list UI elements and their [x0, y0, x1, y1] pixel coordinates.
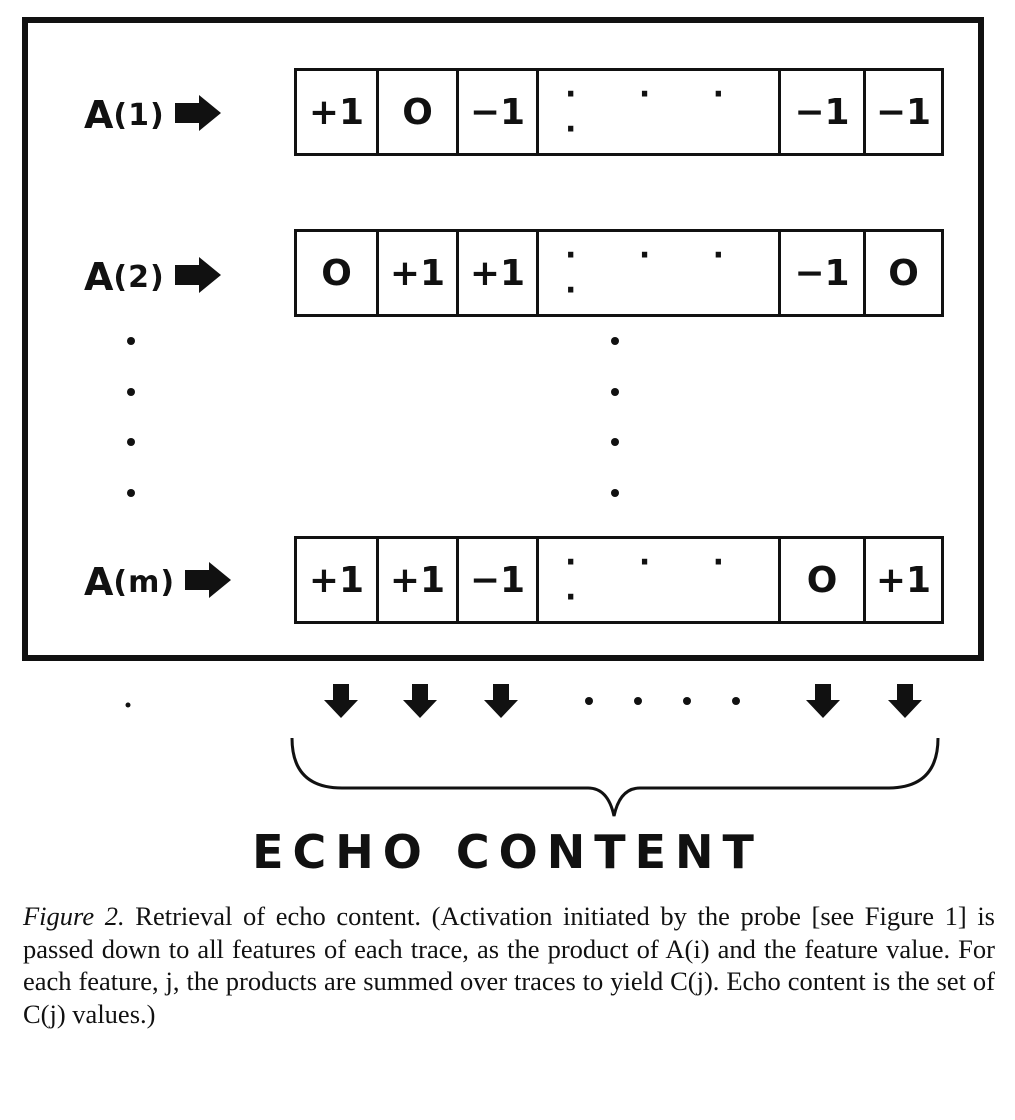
trace-cell: +1	[459, 232, 539, 314]
right-block-arrow-icon	[174, 95, 221, 135]
row-label-index: (1)	[113, 97, 165, 133]
trace-row-1: +1 O −1 · · · · −1 −1	[294, 68, 944, 156]
down-block-arrow-icon	[324, 684, 358, 718]
row-label-index: (2)	[113, 259, 165, 295]
trace-cell: −1	[781, 71, 866, 153]
horizontal-ellipsis	[585, 697, 740, 705]
right-block-arrow-icon	[174, 257, 221, 297]
caption-text: Retrieval of echo content. (Activation i…	[23, 901, 995, 1029]
trace-cell: +1	[297, 539, 379, 621]
stray-dot	[125, 702, 131, 708]
curly-brace	[290, 737, 940, 817]
trace-cell: O	[781, 539, 866, 621]
row-label-letter: A	[84, 255, 114, 299]
trace-cell-ellipsis: · · · ·	[539, 539, 781, 621]
trace-row-2: O +1 +1 · · · · −1 O	[294, 229, 944, 317]
trace-row-m: +1 +1 −1 · · · · O +1	[294, 536, 944, 624]
down-block-arrow-icon	[806, 684, 840, 718]
trace-cell: −1	[459, 539, 539, 621]
trace-cell: O	[888, 252, 919, 294]
down-block-arrow-icon	[484, 684, 518, 718]
trace-cell: O	[379, 71, 459, 153]
trace-cell-ellipsis: · · · ·	[539, 232, 781, 314]
trace-cell-ellipsis: · · · ·	[539, 71, 781, 153]
trace-cell: −1	[875, 91, 932, 133]
figure-label: Figure 2.	[23, 901, 125, 931]
trace-cell: +1	[379, 539, 459, 621]
down-block-arrow-icon	[888, 684, 922, 718]
row-label-am: A (m)	[84, 552, 232, 612]
trace-cell: −1	[459, 71, 539, 153]
trace-cell: −1	[781, 232, 866, 314]
row-label-a1: A (1)	[84, 85, 221, 145]
figure-caption: Figure 2. Retrieval of echo content. (Ac…	[23, 900, 995, 1030]
echo-summation-graphic	[125, 684, 940, 817]
trace-cell: O	[297, 232, 379, 314]
echo-content-label: ECHO CONTENT	[252, 825, 763, 879]
row-label-index: (m)	[113, 564, 176, 600]
trace-memory-frame	[22, 17, 984, 661]
trace-cell: +1	[379, 232, 459, 314]
vertical-ellipsis-left	[124, 337, 138, 497]
row-label-letter: A	[84, 93, 114, 137]
row-label-letter: A	[84, 560, 114, 604]
right-block-arrow-icon	[185, 562, 232, 602]
trace-cell: +1	[297, 71, 379, 153]
row-label-a2: A (2)	[84, 247, 221, 307]
vertical-ellipsis-middle	[608, 337, 622, 497]
down-block-arrow-icon	[403, 684, 437, 718]
trace-cell: +1	[875, 559, 932, 601]
